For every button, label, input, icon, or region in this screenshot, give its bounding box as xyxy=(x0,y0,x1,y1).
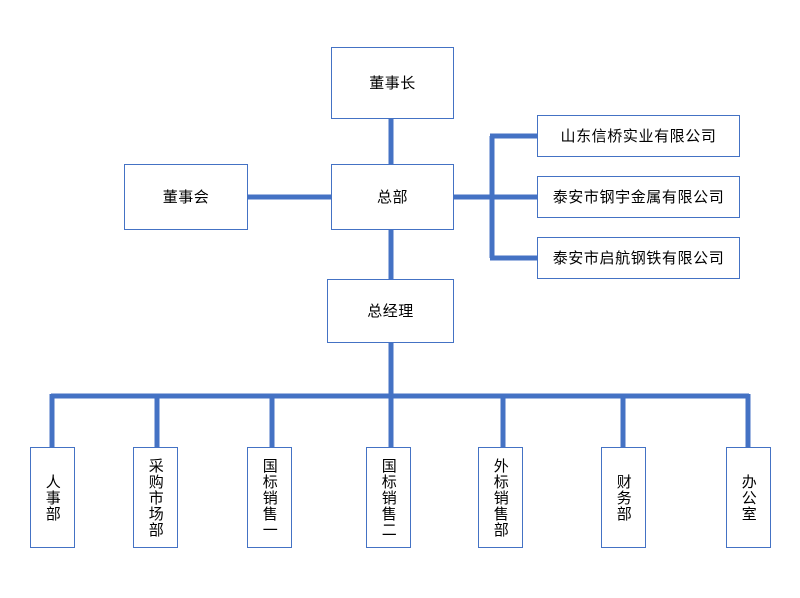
node-headquarters[interactable]: 总部 xyxy=(331,164,454,230)
node-department-3-label: 国标销售一 xyxy=(260,457,279,538)
node-subsidiary-3-label: 泰安市启航钢铁有限公司 xyxy=(552,248,725,267)
node-department-4-label: 国标销售二 xyxy=(379,457,398,538)
node-department-2[interactable]: 采购市场部 xyxy=(133,447,178,548)
node-general-manager[interactable]: 总经理 xyxy=(327,279,454,343)
node-department-4[interactable]: 国标销售二 xyxy=(366,447,411,548)
node-department-1[interactable]: 人事部 xyxy=(30,447,75,548)
node-department-7-label: 办公室 xyxy=(739,473,758,522)
node-department-5-label: 外标销售部 xyxy=(491,457,510,538)
node-department-3[interactable]: 国标销售一 xyxy=(247,447,292,548)
node-headquarters-label: 总部 xyxy=(376,187,408,206)
node-chairman[interactable]: 董事长 xyxy=(331,47,454,119)
node-subsidiary-2[interactable]: 泰安市钢宇金属有限公司 xyxy=(537,176,740,218)
node-board[interactable]: 董事会 xyxy=(124,164,248,230)
node-department-2-label: 采购市场部 xyxy=(146,457,165,538)
node-subsidiary-1[interactable]: 山东信桥实业有限公司 xyxy=(537,115,740,157)
node-subsidiary-3[interactable]: 泰安市启航钢铁有限公司 xyxy=(537,237,740,279)
node-board-label: 董事会 xyxy=(162,187,210,206)
node-general-manager-label: 总经理 xyxy=(367,301,414,320)
node-department-6-label: 财务部 xyxy=(614,473,633,522)
node-subsidiary-1-label: 山东信桥实业有限公司 xyxy=(560,126,717,145)
node-subsidiary-2-label: 泰安市钢宇金属有限公司 xyxy=(552,187,725,206)
node-department-5[interactable]: 外标销售部 xyxy=(478,447,523,548)
node-department-1-label: 人事部 xyxy=(43,473,62,522)
node-department-6[interactable]: 财务部 xyxy=(601,447,646,548)
node-department-7[interactable]: 办公室 xyxy=(726,447,771,548)
node-chairman-label: 董事长 xyxy=(369,73,416,92)
